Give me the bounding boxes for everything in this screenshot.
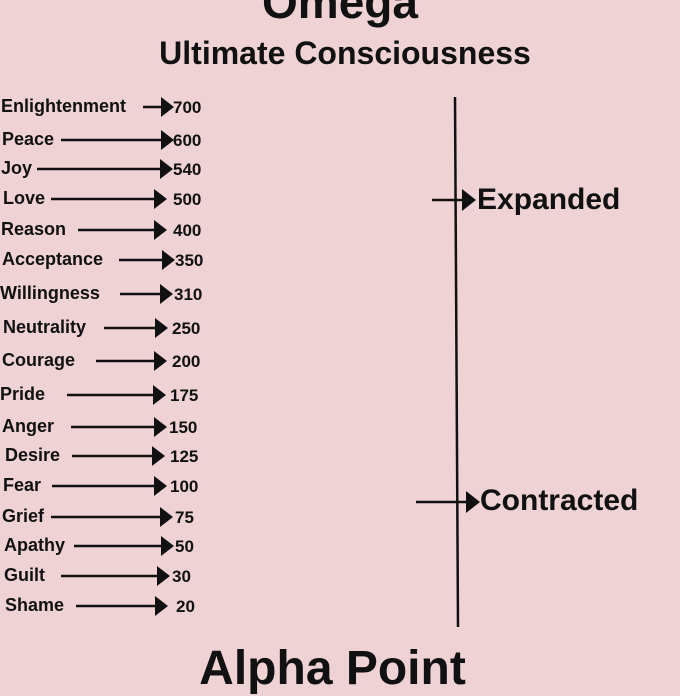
level-row-guilt: Guilt 30 (0, 564, 220, 588)
level-row-grief: Grief 75 (0, 505, 220, 529)
level-arrow-icon (52, 476, 167, 496)
level-arrow-icon (51, 507, 173, 527)
level-row-anger: Anger 150 (0, 415, 220, 439)
level-row-joy: Joy 540 (0, 157, 220, 181)
level-label: Guilt (4, 565, 45, 585)
level-value: 600 (173, 131, 202, 150)
level-value: 700 (173, 98, 202, 117)
alpha-point-title: Alpha Point (199, 642, 466, 695)
level-value: 500 (173, 190, 202, 209)
level-arrow-icon (120, 284, 173, 304)
level-label: Joy (1, 158, 33, 178)
level-value: 350 (175, 251, 204, 270)
level-arrow-icon (74, 536, 174, 556)
level-row-desire: Desire 125 (0, 444, 220, 468)
level-value: 200 (172, 352, 201, 371)
level-label: Willingness (0, 283, 100, 303)
level-value: 50 (175, 537, 194, 556)
level-label: Desire (5, 445, 61, 465)
level-row-courage: Courage 200 (0, 349, 220, 373)
level-label: Courage (2, 350, 76, 370)
level-label: Pride (0, 384, 46, 404)
level-label: Fear (3, 475, 42, 495)
level-label: Apathy (4, 535, 66, 555)
level-arrow-icon (61, 130, 174, 150)
level-value: 100 (170, 477, 199, 496)
level-value: 250 (172, 319, 201, 338)
expanded-label: Expanded (477, 183, 621, 216)
contracted-pointer-arrowhead (466, 491, 480, 513)
level-label: Acceptance (2, 249, 104, 269)
level-value: 540 (173, 160, 202, 179)
level-label: Peace (2, 129, 55, 149)
vertical-axis-line (453, 96, 460, 628)
level-arrow-icon (119, 250, 175, 270)
level-value: 150 (169, 418, 198, 437)
expanded-pointer-arrowhead (462, 189, 476, 211)
level-arrow-icon (104, 318, 168, 338)
level-arrow-icon (76, 596, 168, 616)
level-row-reason: Reason 400 (0, 218, 220, 242)
ultimate-consciousness-subtitle: Ultimate Consciousness (159, 35, 531, 71)
level-value: 75 (175, 508, 194, 527)
level-row-neutrality: Neutrality 250 (0, 316, 220, 340)
level-row-apathy: Apathy 50 (0, 534, 220, 558)
level-value: 310 (174, 285, 203, 304)
level-value: 175 (170, 386, 199, 405)
level-arrow-icon (78, 220, 167, 240)
level-row-peace: Peace 600 (0, 128, 220, 152)
level-arrow-icon (96, 351, 167, 371)
level-row-fear: Fear 100 (0, 474, 220, 498)
level-row-love: Love 500 (0, 187, 220, 211)
level-arrow-icon (71, 417, 167, 437)
level-arrow-icon (67, 385, 166, 405)
level-label: Grief (2, 506, 45, 526)
level-label: Shame (5, 595, 65, 615)
level-arrow-icon (37, 159, 173, 179)
level-arrow-icon (51, 189, 167, 209)
level-value: 125 (170, 447, 199, 466)
level-row-shame: Shame 20 (0, 594, 220, 618)
level-row-enlightenment: Enlightenment 700 (0, 95, 220, 119)
level-row-acceptance: Acceptance 350 (0, 248, 220, 272)
level-value: 400 (173, 221, 202, 240)
omega-title: Omega (262, 0, 418, 28)
level-label: Love (3, 188, 46, 208)
contracted-label: Contracted (480, 484, 639, 517)
level-row-pride: Pride 175 (0, 383, 220, 407)
level-label: Enlightenment (1, 96, 126, 116)
level-value: 20 (176, 597, 195, 616)
level-label: Neutrality (3, 317, 87, 337)
level-label: Anger (2, 416, 55, 436)
level-arrow-icon (72, 446, 165, 466)
level-row-willingness: Willingness 310 (0, 282, 220, 306)
level-arrow-icon (61, 566, 170, 586)
level-label: Reason (1, 219, 67, 239)
level-arrow-icon (143, 97, 174, 117)
level-value: 30 (172, 567, 191, 586)
